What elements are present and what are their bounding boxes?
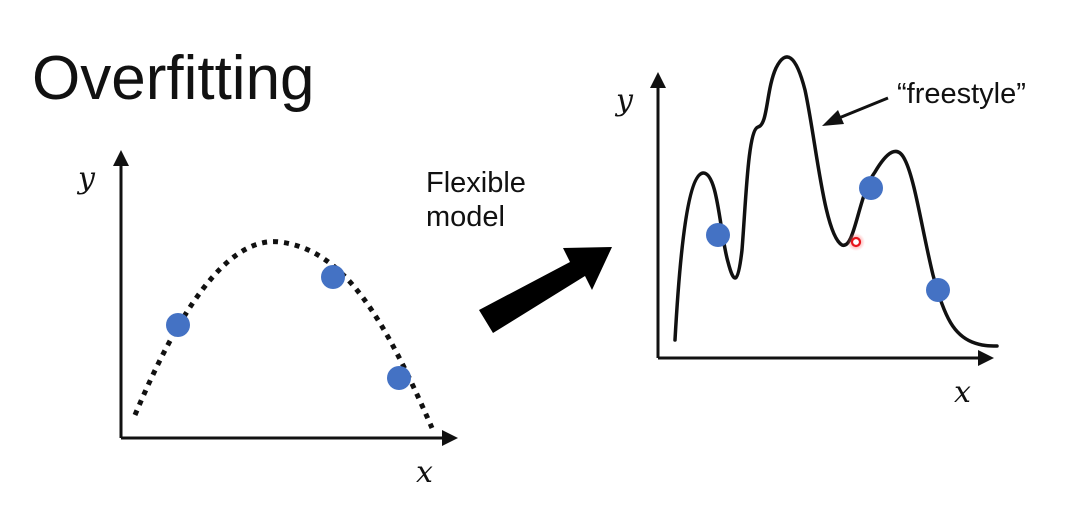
freestyle-annotation: “freestyle” xyxy=(897,78,1026,110)
left-y-axis-arrowhead xyxy=(113,150,129,166)
left-x-axis-label: x xyxy=(416,455,433,490)
flexible-label-line2: model xyxy=(426,201,505,234)
flexible-label-line1: Flexible xyxy=(426,167,526,199)
left-data-point-2 xyxy=(321,265,345,289)
transition-arrow xyxy=(479,247,612,333)
right-y-axis-arrowhead xyxy=(650,72,666,88)
right-x-axis-arrowhead xyxy=(978,350,994,366)
freestyle-pointer-line xyxy=(833,96,889,122)
left-data-point-3 xyxy=(387,366,411,390)
right-data-point-2 xyxy=(859,176,883,200)
right-x-axis-label: x xyxy=(954,375,971,410)
left-x-axis-arrowhead xyxy=(442,430,458,446)
right-data-point-3 xyxy=(926,278,950,302)
left-y-axis-label: y xyxy=(78,161,95,196)
big-arrow-shape xyxy=(479,247,612,333)
right-freestyle-curve xyxy=(673,55,999,348)
flexible-model-label: Flexible model xyxy=(426,166,526,234)
right-y-axis-label: y xyxy=(616,83,633,118)
freestyle-pointer-head xyxy=(822,110,844,126)
slide-title: Overfitting xyxy=(32,44,315,113)
left-plot xyxy=(113,150,458,446)
right-plot xyxy=(650,55,999,366)
pointer-cursor-ring xyxy=(850,236,862,248)
right-data-point-1 xyxy=(706,223,730,247)
pointer-cursor xyxy=(847,233,865,251)
left-data-point-1 xyxy=(166,313,190,337)
left-dotted-curve xyxy=(132,239,435,429)
